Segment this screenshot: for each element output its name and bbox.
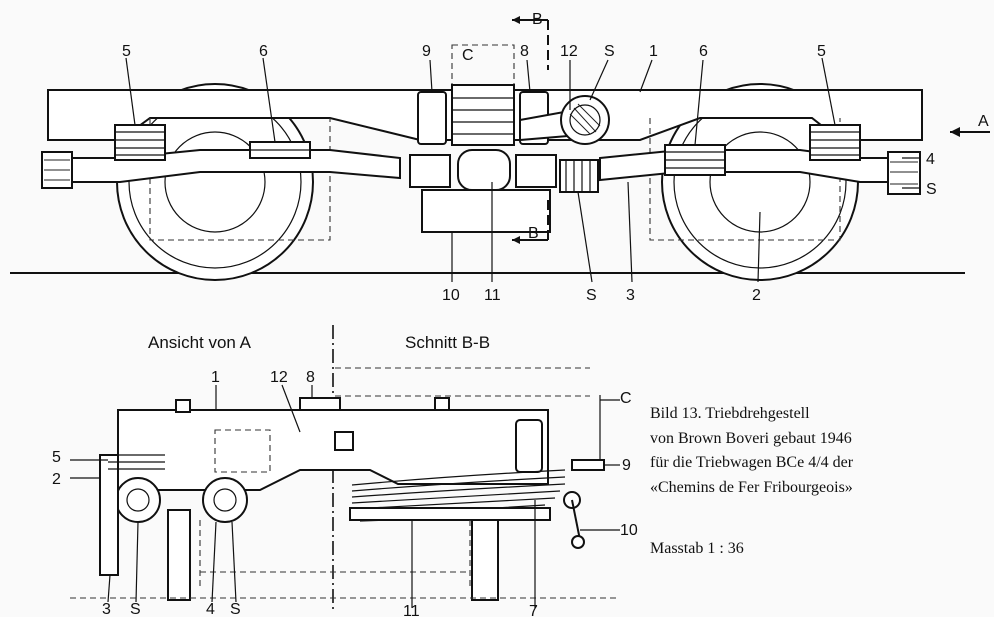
right-coil-spring	[809, 124, 861, 161]
label-11-bottom: 11	[403, 603, 420, 617]
left-coil-spring	[114, 124, 166, 161]
label-8-bottom: 8	[306, 369, 315, 386]
label-3-top: 3	[626, 287, 635, 304]
right-rubber-spring	[664, 144, 726, 176]
label-7-bottom: 7	[529, 603, 538, 617]
side-bearing-section	[515, 419, 543, 473]
label-4-bottom: 4	[206, 601, 215, 617]
section-line-b: B B	[512, 11, 549, 244]
label-5-right: 5	[817, 43, 826, 60]
label-3-bottom: 3	[102, 601, 111, 617]
heading-schnitt: Schnitt B-B	[405, 333, 490, 352]
label-12-top: 12	[560, 43, 578, 60]
label-6-left: 6	[259, 43, 268, 60]
label-s-right: S	[926, 181, 937, 198]
axle-box-left	[115, 477, 161, 523]
label-2-bottom: 2	[52, 471, 61, 488]
bolster-beam	[421, 189, 551, 233]
wheel-face-1	[167, 509, 191, 601]
right-end-buffer	[887, 151, 921, 195]
label-9-top: 9	[422, 43, 431, 60]
view-a-arrow: A	[950, 113, 990, 137]
label-s-bottom: S	[586, 287, 597, 304]
label-9-bottom: 9	[622, 457, 631, 474]
wheel-face-2	[471, 519, 499, 601]
label-c-top: C	[462, 47, 474, 64]
caption-line-3: für die Triebwagen BCe 4/4 der	[650, 454, 854, 471]
side-elevation: B B A C 8	[10, 11, 990, 304]
traction-rod	[519, 95, 610, 145]
caption-line-1: Bild 13. Triebdrehgestell	[650, 405, 810, 422]
label-8-top: 8	[520, 43, 529, 60]
label-5-left: 5	[122, 43, 131, 60]
label-10-top: 10	[442, 287, 460, 304]
axle-box-right	[202, 477, 248, 523]
label-1-top: 1	[649, 43, 658, 60]
view-marker: A	[978, 113, 989, 130]
caption-line-2: von Brown Boveri gebaut 1946	[650, 429, 852, 447]
label-s1-bottom: S	[130, 601, 141, 617]
label-11-top: 11	[484, 287, 501, 304]
section-marker-bottom: B	[528, 225, 539, 242]
swing-link	[563, 395, 605, 549]
label-12-bottom: 12	[270, 369, 288, 386]
end-view-and-section: Ansicht von A Schnitt B-B	[52, 325, 638, 617]
caption-line-4: «Chemins de Fer Fribourgeois»	[650, 478, 853, 496]
section-marker-top: B	[532, 11, 543, 28]
scale-note: Masstab 1 : 36	[650, 540, 744, 557]
left-side-bearing	[417, 91, 447, 145]
leaf-spring	[349, 469, 566, 522]
label-c-bottom: C	[620, 390, 632, 407]
label-s-top: S	[604, 43, 615, 60]
heading-ansicht: Ansicht von A	[148, 333, 252, 352]
label-s2-bottom: S	[230, 601, 241, 617]
label-6-right: 6	[699, 43, 708, 60]
label-10-bottom: 10	[620, 522, 638, 539]
end-coil-spring	[108, 454, 165, 470]
end-wheel-left	[99, 454, 119, 576]
label-5-bottom: 5	[52, 449, 61, 466]
label-2-top: 2	[752, 287, 761, 304]
rubber-damper	[559, 159, 599, 193]
left-rubber-spring	[249, 141, 311, 159]
label-4-top: 4	[926, 151, 935, 168]
label-1-bottom: 1	[211, 369, 220, 386]
figure-caption: Bild 13. Triebdrehgestell von Brown Bove…	[650, 402, 990, 500]
left-end-buffer	[41, 151, 73, 189]
